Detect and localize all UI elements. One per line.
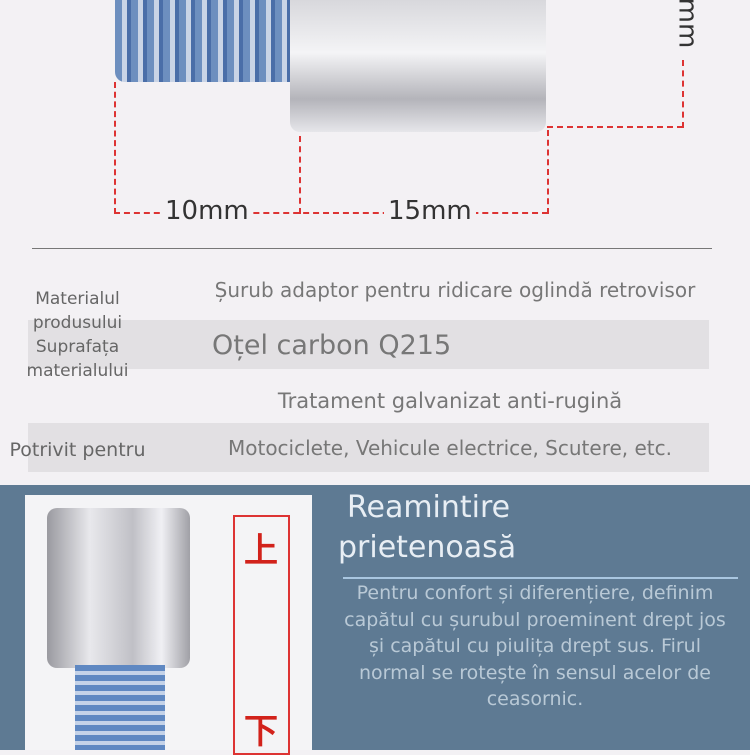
reminder-text: Pentru confort și diferențiere, definim … <box>344 582 726 710</box>
spec-label: Suprafața materialului <box>26 337 129 381</box>
spec-value: Tratament galvanizat anti-rugină <box>277 389 623 413</box>
reminder-divider <box>343 577 738 579</box>
spec-label: Materialul produsului <box>32 289 123 333</box>
dim-line <box>547 130 549 214</box>
spec-value: Oțel carbon Q215 <box>212 330 452 361</box>
bolt-thread-image <box>75 665 165 750</box>
spec-label: Potrivit pentru <box>9 439 146 461</box>
up-mark: 上 <box>244 531 278 571</box>
dim-line <box>682 60 684 128</box>
dim-line <box>114 82 116 214</box>
bolt-hex-body-image <box>290 0 546 132</box>
body-length-label: 15mm <box>384 196 476 226</box>
spec-row-band <box>28 423 709 472</box>
spec-value: Șurub adaptor pentru ridicare oglindă re… <box>214 278 696 302</box>
spec-value: Motociclete, Vehicule electrice, Scutere… <box>227 436 672 460</box>
bolt-thread-image <box>115 0 295 82</box>
dim-line <box>547 126 683 128</box>
top-dimension-label: mm <box>672 0 703 49</box>
reminder-title: Reamintire <box>347 490 511 525</box>
spec-row-band <box>28 320 709 369</box>
down-mark: 下 <box>244 712 278 752</box>
divider <box>32 248 712 249</box>
bolt-hex-image <box>47 508 190 668</box>
thread-length-label: 10mm <box>161 196 253 226</box>
dim-line <box>114 212 548 214</box>
reminder-title: prietenoasă <box>338 530 517 565</box>
dim-line <box>299 136 301 214</box>
